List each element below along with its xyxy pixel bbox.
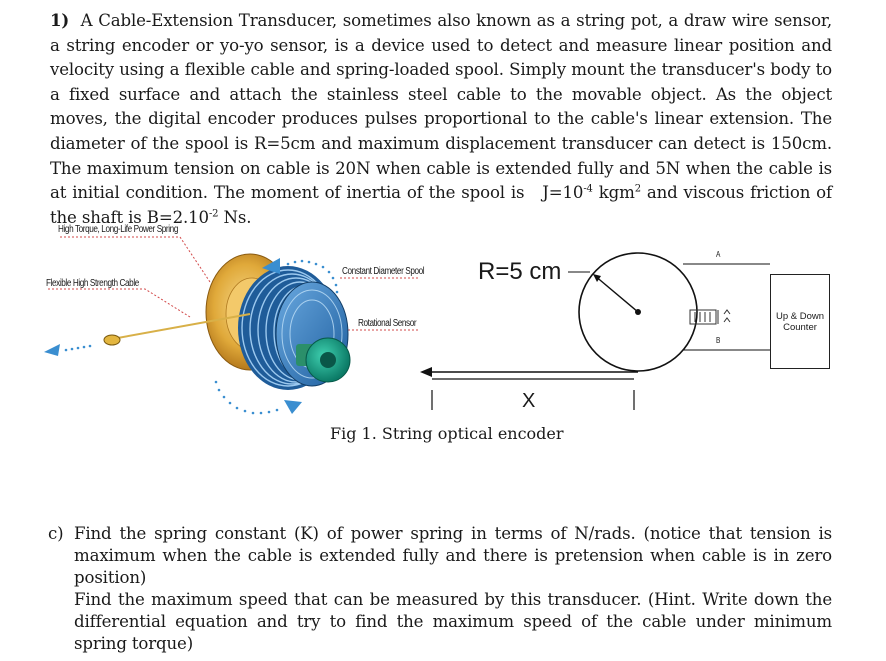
x-label: X: [522, 390, 536, 412]
problem-statement: 1) A Cable-Extension Transducer, sometim…: [50, 8, 832, 230]
label-sensor: Rotational Sensor: [358, 318, 417, 329]
updown-counter: Up & Down Counter: [770, 274, 830, 369]
counter-line2: Counter: [783, 321, 817, 333]
inertia-unit: kgm: [592, 183, 635, 203]
cable-line: [111, 313, 251, 340]
signal-b-label: B: [716, 336, 720, 345]
figure-string-encoder: High Torque, Long-Life Power Spring Flex…: [40, 222, 840, 452]
question-body: Find the spring constant (K) of power sp…: [74, 523, 832, 655]
signal-a-label: A: [716, 250, 720, 259]
cable-direction-arrow: [44, 344, 60, 356]
question-para-1: Find the spring constant (K) of power sp…: [74, 524, 832, 587]
problem-text: A Cable-Extension Transducer, sometimes …: [50, 11, 833, 203]
label-spool: Constant Diameter Spool: [342, 266, 425, 277]
friction-text: and viscous friction of the shaft is B=2…: [50, 183, 833, 227]
optical-sensor-icon: [689, 309, 731, 325]
question-c: c) Find the spring constant (K) of power…: [48, 523, 832, 655]
inertia-unit-exponent: 2: [634, 183, 641, 195]
rotational-sensor-icon: [296, 337, 351, 383]
figure-drawing: [44, 236, 770, 415]
counter-line1: Up & Down: [775, 310, 825, 322]
label-flexible-cable: Flexible High Strength Cable: [46, 278, 139, 289]
leader-lines: [48, 236, 420, 331]
problem-paragraph: 1) A Cable-Extension Transducer, sometim…: [50, 8, 832, 230]
inertia-base: J=10: [542, 183, 584, 203]
label-power-spring: High Torque, Long-Life Power Spring: [58, 224, 178, 235]
figure-caption: Fig 1. String optical encoder: [330, 424, 564, 443]
question-item: c) Find the spring constant (K) of power…: [48, 523, 832, 655]
question-para-2: Find the maximum speed that can be measu…: [74, 590, 832, 653]
friction-exponent: -2: [208, 208, 219, 220]
problem-number: 1): [50, 10, 70, 30]
friction-unit: Ns.: [218, 207, 252, 227]
question-marker: c): [48, 524, 64, 543]
cable-end-icon: [103, 334, 121, 346]
rotation-arrows: [214, 258, 339, 415]
pulley-circle: [578, 252, 698, 372]
radius-label: R=5 cm: [478, 258, 562, 285]
inertia-exponent: -4: [583, 183, 593, 195]
inertia-value: J=10-4 kgm2: [542, 183, 641, 202]
